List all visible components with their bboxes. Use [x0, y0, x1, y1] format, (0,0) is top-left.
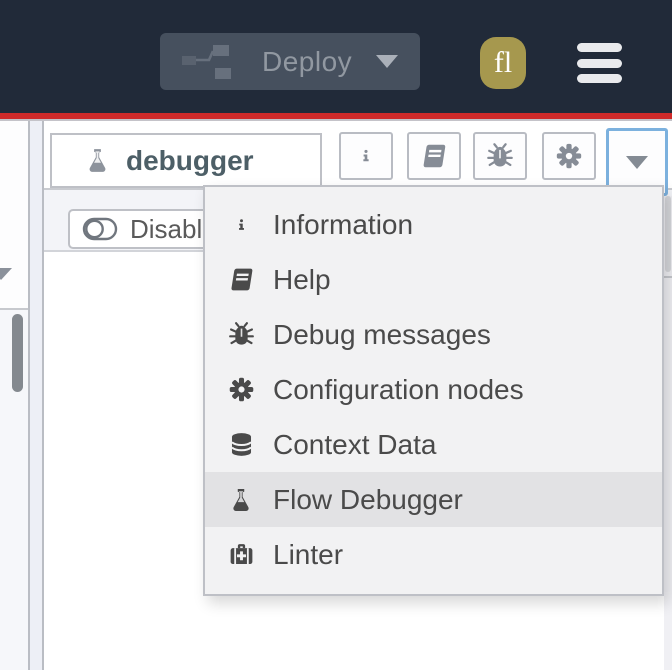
bug-icon	[485, 141, 515, 171]
configuration-nodes-button[interactable]	[542, 132, 596, 180]
hamburger-bar	[577, 58, 622, 68]
sidebar-tab-label: debugger	[126, 144, 254, 176]
menu-item-debug-messages[interactable]: Debug messages	[205, 307, 662, 362]
chevron-down-icon[interactable]	[0, 268, 12, 280]
caret-down-icon	[626, 155, 648, 169]
menu-item-help[interactable]: Help	[205, 252, 662, 307]
toggle-off-icon	[82, 216, 118, 242]
information-button[interactable]	[339, 132, 393, 180]
workspace-edge	[0, 121, 28, 670]
disable-button-label: Disable	[130, 213, 217, 244]
caret-down-icon	[376, 55, 398, 68]
workspace-divider	[0, 308, 28, 310]
vertical-scrollbar-thumb[interactable]	[12, 314, 23, 392]
menu-item-label: Linter	[273, 538, 344, 570]
menu-item-flow-debugger[interactable]: Flow Debugger	[205, 472, 662, 527]
menu-item-information[interactable]: Information	[205, 197, 662, 252]
deploy-label: Deploy	[262, 45, 353, 77]
database-icon	[225, 429, 257, 461]
deploy-nodes-icon	[182, 42, 240, 82]
info-icon	[359, 141, 373, 171]
flask-icon	[225, 484, 257, 516]
hamburger-icon[interactable]	[577, 43, 622, 83]
sidebar-scroll-track	[664, 196, 672, 670]
help-button[interactable]	[407, 132, 461, 180]
menu-item-label: Debug messages	[273, 318, 491, 350]
bug-icon	[225, 319, 257, 351]
avatar-initials: fl	[493, 46, 513, 79]
menu-item-label: Configuration nodes	[273, 373, 524, 405]
menu-item-label: Context Data	[273, 428, 437, 460]
menu-item-context-data[interactable]: Context Data	[205, 417, 662, 472]
menu-item-configuration-nodes[interactable]: Configuration nodes	[205, 362, 662, 417]
debug-messages-button[interactable]	[473, 132, 527, 180]
book-icon	[419, 141, 449, 171]
gear-icon	[554, 141, 584, 171]
sidebar-scrollbar-thumb[interactable]	[665, 196, 671, 272]
menu-item-linter[interactable]: Linter	[205, 527, 662, 582]
menu-item-label: Flow Debugger	[273, 483, 463, 515]
menu-item-label: Information	[273, 208, 414, 240]
user-avatar[interactable]: fl	[480, 37, 526, 89]
scroll-track-divider	[664, 276, 672, 278]
gear-icon	[225, 374, 257, 406]
sidebar-resize-handle[interactable]	[28, 121, 44, 670]
info-icon	[225, 209, 257, 241]
medkit-icon	[225, 539, 257, 571]
flask-icon	[84, 145, 111, 176]
book-icon	[225, 264, 257, 296]
hamburger-bar	[577, 74, 622, 83]
hamburger-bar	[577, 43, 622, 52]
deploy-button[interactable]: Deploy	[160, 33, 420, 90]
header-divider	[0, 119, 672, 121]
sidebar-tab-debugger[interactable]: debugger	[50, 133, 322, 188]
header-accent-line	[0, 113, 672, 119]
sidebar-options-menu: Information Help	[203, 185, 664, 596]
menu-item-label: Help	[273, 263, 331, 295]
